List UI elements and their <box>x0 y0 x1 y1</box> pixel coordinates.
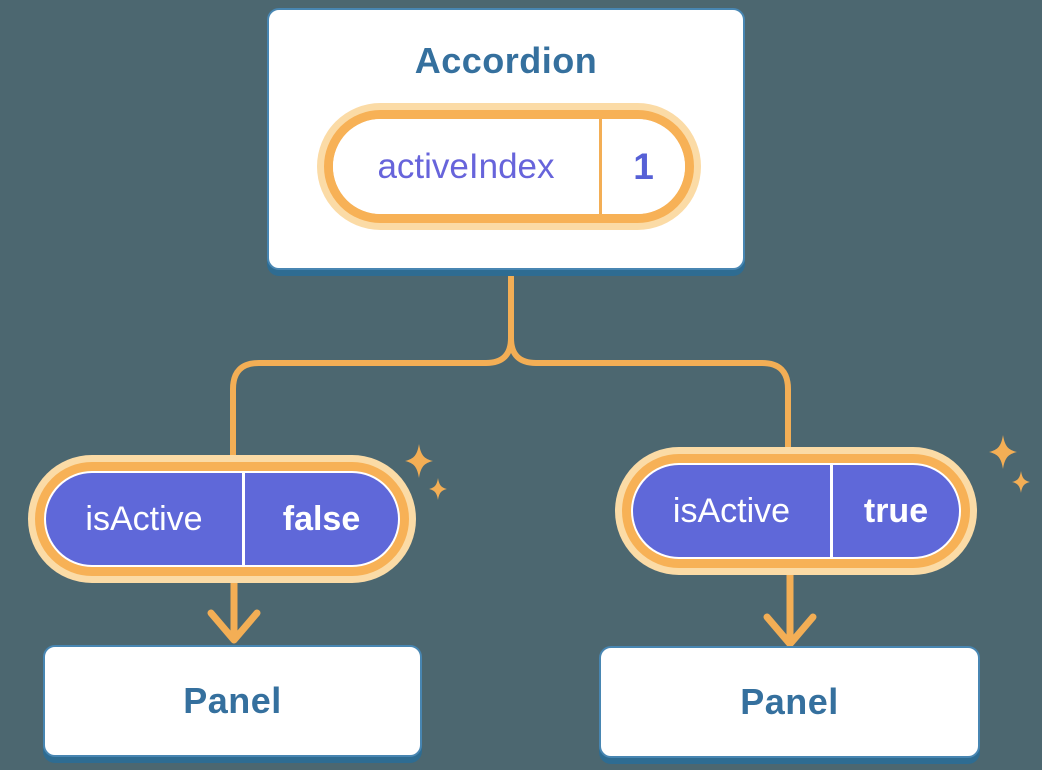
panel-title: Panel <box>740 681 839 722</box>
prop-pill-divider <box>242 473 245 565</box>
sparkle-icon <box>1012 471 1030 493</box>
prop-label: isActive <box>672 491 791 530</box>
prop-value: true <box>863 491 929 530</box>
state-value: 1 <box>633 145 654 187</box>
prop-pill-false: isActive false <box>35 462 409 576</box>
accordion-title: Accordion <box>414 40 598 81</box>
sparkle-icon <box>989 435 1017 469</box>
state-label: activeIndex <box>377 146 555 186</box>
connector-right-branch <box>508 274 791 453</box>
state-pill-divider <box>599 119 602 214</box>
panel-title: Panel <box>183 680 282 721</box>
prop-pill-divider <box>830 465 833 557</box>
panel-card-right: Panel <box>599 646 980 758</box>
sparkle-icon <box>405 444 433 478</box>
connector-left-branch <box>230 274 514 459</box>
state-pill: activeIndex 1 <box>324 110 694 223</box>
arrow-down-icon <box>763 571 817 648</box>
panel-card-left: Panel <box>43 645 422 757</box>
prop-pill-true: isActive true <box>622 454 970 568</box>
prop-label: isActive <box>85 499 203 538</box>
arrow-down-icon <box>207 577 261 644</box>
sparkle-icon <box>429 478 447 500</box>
prop-value: false <box>282 499 361 538</box>
